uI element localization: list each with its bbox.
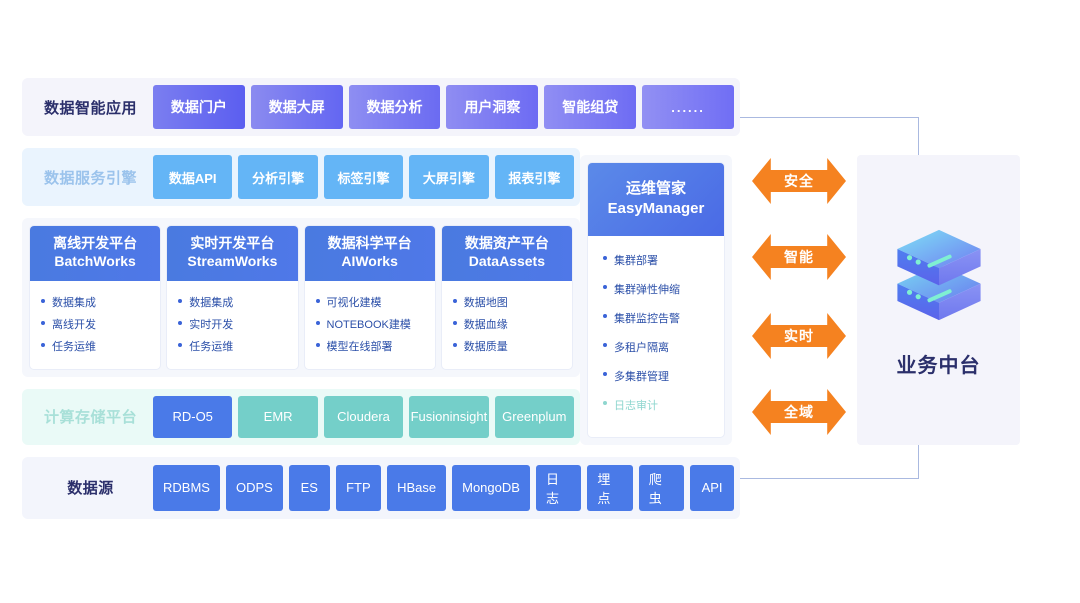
row-compute-storage-platform: 计算存储平台 RD-O5 EMR Cloudera Fusioninsight … [22, 388, 580, 445]
list-item: 集群部署 [603, 252, 724, 281]
platform-title-en: AIWorks [341, 252, 398, 269]
list-item: NOTEBOOK建模 [315, 313, 435, 335]
source-tile-tracking[interactable]: 埋点 [587, 464, 633, 511]
compute-tile-group: RD-O5 EMR Cloudera Fusioninsight Greenpl… [153, 395, 575, 438]
list-item: 数据质量 [452, 335, 572, 357]
row-data-intelligent-apps: 数据智能应用 数据门户 数据大屏 数据分析 用户洞察 智能组贷 ...... [22, 78, 740, 136]
business-platform-title: 业务中台 [896, 354, 981, 377]
source-tile-mongodb[interactable]: MongoDB [452, 464, 530, 511]
easymanager-body: 集群部署 集群弹性伸缩 集群监控告警 多租户隔离 多集群管理 日志审计 [588, 236, 724, 426]
left-stack: 数据智能应用 数据门户 数据大屏 数据分析 用户洞察 智能组贷 ...... 数… [22, 78, 740, 531]
easymanager-title-en: EasyManager [607, 199, 705, 217]
list-item: 离线开发 [40, 313, 160, 335]
arrow-global: 全域 [752, 389, 846, 435]
arrow-label: 实时 [784, 328, 814, 344]
platform-card-body: 可视化建模 NOTEBOOK建模 模型在线部署 [305, 281, 435, 369]
platform-title-cn: 数据科学平台 [327, 235, 412, 251]
list-item: 任务运维 [40, 335, 160, 357]
source-tile-odps[interactable]: ODPS [225, 464, 283, 511]
source-tile-rdbms[interactable]: RDBMS [153, 464, 220, 511]
list-item: 集群弹性伸缩 [603, 281, 724, 310]
platform-card-header: 数据科学平台 AIWorks [304, 226, 435, 281]
platform-card-dataassets[interactable]: 数据资产平台 DataAssets 数据地图 数据血缘 数据质量 [441, 226, 572, 369]
app-tile-portal[interactable]: 数据门户 [153, 85, 245, 129]
source-tile-crawler[interactable]: 爬虫 [638, 464, 685, 511]
compute-tile-cloudera[interactable]: Cloudera [323, 395, 404, 438]
service-tile-bigscreen-engine[interactable]: 大屏引擎 [409, 155, 489, 199]
app-tile-user-insight[interactable]: 用户洞察 [446, 85, 539, 129]
source-tile-api[interactable]: API [690, 464, 734, 511]
platform-card-header: 实时开发平台 StreamWorks [167, 226, 298, 281]
row-label-apps: 数据智能应用 [43, 99, 137, 117]
row-data-service-engine: 数据服务引擎 数据API 分析引擎 标签引擎 大屏引擎 报表引擎 [22, 148, 580, 206]
arrow-label: 安全 [784, 173, 814, 189]
list-item: 数据血缘 [452, 313, 572, 335]
service-tile-analysis-engine[interactable]: 分析引擎 [238, 155, 318, 199]
business-middle-platform-panel: 业务中台 [857, 155, 1020, 445]
list-item: 任务运维 [178, 335, 297, 357]
source-tile-es[interactable]: ES [288, 464, 330, 511]
easymanager-header: 运维管家 EasyManager [588, 163, 724, 236]
list-item: 日志审计 [603, 397, 724, 426]
easymanager-card[interactable]: 运维管家 EasyManager 集群部署 集群弹性伸缩 集群监控告警 多租户隔… [588, 163, 724, 437]
connector-top-horizontal [739, 117, 919, 118]
arrow-label: 全域 [784, 404, 814, 420]
row-label-sources: 数据源 [67, 480, 114, 498]
service-tile-report-engine[interactable]: 报表引擎 [494, 155, 575, 199]
list-item: 多集群管理 [603, 368, 724, 397]
platform-card-aiworks[interactable]: 数据科学平台 AIWorks 可视化建模 NOTEBOOK建模 模型在线部署 [304, 226, 435, 369]
row-data-sources: 数据源 RDBMS ODPS ES FTP HBase MongoDB 日志 埋… [22, 456, 740, 519]
easymanager-title-cn: 运维管家 [625, 180, 686, 197]
arrow-realtime: 实时 [752, 313, 846, 359]
list-item: 数据地图 [452, 291, 572, 313]
arrow-security: 安全 [752, 158, 846, 204]
apps-tile-group: 数据门户 数据大屏 数据分析 用户洞察 智能组贷 ...... [153, 85, 734, 129]
platform-title-cn: 数据资产平台 [464, 235, 549, 251]
platform-title-en: BatchWorks [54, 252, 136, 269]
row-platform-cards: 离线开发平台 BatchWorks 数据集成 离线开发 任务运维 实时开发平台 … [22, 218, 580, 377]
app-tile-more[interactable]: ...... [642, 85, 734, 129]
platform-card-body: 数据集成 实时开发 任务运维 [167, 281, 297, 369]
platform-card-streamworks[interactable]: 实时开发平台 StreamWorks 数据集成 实时开发 任务运维 [167, 226, 298, 369]
source-tile-log[interactable]: 日志 [535, 464, 582, 511]
connector-top-vertical [918, 117, 919, 157]
compute-tile-greenplum[interactable]: Greenplum [494, 395, 575, 438]
platform-card-header: 数据资产平台 DataAssets [441, 226, 572, 281]
row-label-compute: 计算存储平台 [43, 409, 137, 427]
source-tile-group: RDBMS ODPS ES FTP HBase MongoDB 日志 埋点 爬虫… [153, 464, 734, 511]
list-item: 多租户隔离 [603, 339, 724, 368]
list-item: 数据集成 [178, 291, 297, 313]
service-tile-group: 数据API 分析引擎 标签引擎 大屏引擎 报表引擎 [153, 155, 575, 199]
list-item: 集群监控告警 [603, 310, 724, 339]
app-tile-smart-loan[interactable]: 智能组贷 [544, 85, 637, 129]
list-item: 实时开发 [178, 313, 297, 335]
compute-tile-emr[interactable]: EMR [238, 395, 318, 438]
arrow-intelligent: 智能 [752, 234, 846, 280]
stacked-server-icon [887, 223, 991, 327]
platform-card-body: 数据集成 离线开发 任务运维 [30, 281, 160, 369]
easymanager-panel: 运维管家 EasyManager 集群部署 集群弹性伸缩 集群监控告警 多租户隔… [580, 155, 732, 445]
connector-bottom-vertical [918, 443, 919, 479]
arrow-label: 智能 [784, 249, 814, 265]
app-tile-analysis[interactable]: 数据分析 [348, 85, 441, 129]
service-tile-tag-engine[interactable]: 标签引擎 [323, 155, 404, 199]
compute-tile-fusioninsight[interactable]: Fusioninsight [409, 395, 489, 438]
compute-tile-rdos[interactable]: RD-O5 [153, 395, 233, 438]
list-item: 数据集成 [40, 291, 160, 313]
list-item: 模型在线部署 [315, 335, 435, 357]
service-tile-data-api[interactable]: 数据API [153, 155, 233, 199]
platform-card-body: 数据地图 数据血缘 数据质量 [442, 281, 572, 369]
platform-card-batchworks[interactable]: 离线开发平台 BatchWorks 数据集成 离线开发 任务运维 [30, 226, 161, 369]
source-tile-hbase[interactable]: HBase [387, 464, 447, 511]
list-item: 可视化建模 [315, 291, 435, 313]
platform-title-en: DataAssets [468, 252, 545, 269]
platform-title-en: StreamWorks [187, 252, 278, 269]
app-tile-bigscreen[interactable]: 数据大屏 [250, 85, 343, 129]
row-label-services: 数据服务引擎 [43, 169, 137, 187]
source-tile-ftp[interactable]: FTP [335, 464, 382, 511]
connector-bottom-horizontal [739, 478, 919, 479]
platform-title-cn: 离线开发平台 [53, 235, 138, 251]
platform-title-cn: 实时开发平台 [190, 235, 275, 251]
platform-card-header: 离线开发平台 BatchWorks [30, 226, 161, 281]
